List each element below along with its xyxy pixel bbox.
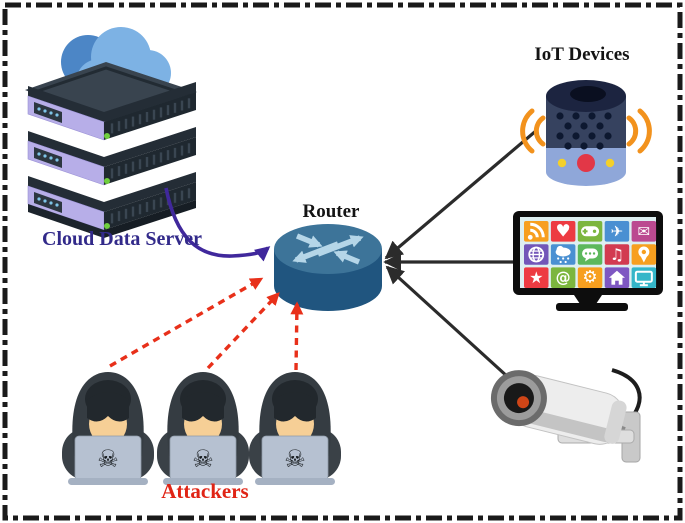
attackers-group: ☠ ☠ ☠ [62, 372, 341, 485]
svg-text:♥: ♥ [556, 221, 571, 241]
tv-app-grid: ♥ ✈ ✉ ♫ ★ @ ⚙ [524, 221, 657, 288]
server-unit [27, 82, 196, 141]
server-unit [27, 172, 196, 231]
router-arrows-icon [292, 233, 364, 265]
tv-app-tile-at: @ [550, 267, 576, 288]
svg-text:☠: ☠ [284, 445, 306, 473]
sound-waves-icon [520, 108, 652, 154]
svg-text:@: @ [556, 269, 571, 287]
tv-app-tile-heart: ♥ [550, 221, 576, 242]
edge-camera-to-router [385, 265, 522, 390]
attackers-label: Attackers [161, 479, 249, 503]
edge-attacker1-to-router [109, 277, 264, 368]
smart-tv-icon: ♥ ✈ ✉ ♫ ★ @ ⚙ [513, 211, 663, 311]
edge-speaker-to-router [384, 128, 539, 260]
tv-app-tile-chat [577, 244, 603, 265]
smart-speaker-icon [520, 80, 652, 186]
router-label: Router [302, 201, 360, 222]
svg-text:☠: ☠ [192, 445, 214, 473]
tv-app-tile-star: ★ [524, 267, 549, 288]
tv-app-tile-gamepad [577, 221, 603, 242]
server-unit [27, 127, 196, 186]
svg-text:☠: ☠ [97, 445, 119, 473]
speaker-grill [556, 112, 612, 150]
edge-attacker3-to-router [290, 301, 304, 371]
svg-text:♫: ♫ [610, 245, 624, 264]
edge-attacker2-to-router [206, 292, 280, 370]
attack-arrows [109, 277, 304, 371]
iot-devices-label: IoT Devices [534, 44, 630, 65]
edge-server-to-router [164, 187, 271, 262]
tv-app-tile-music: ♫ [604, 244, 630, 265]
svg-text:⚙: ⚙ [582, 268, 597, 288]
tv-app-tile-gear: ⚙ [577, 267, 603, 288]
attacker-3-icon: ☠ [249, 372, 341, 485]
tv-app-tile-weather [550, 244, 576, 265]
svg-text:✈: ✈ [611, 222, 624, 240]
svg-text:★: ★ [529, 268, 543, 287]
attacker-2-icon: ☠ [157, 372, 249, 485]
tv-app-tile-pin [631, 244, 657, 265]
tv-app-tile-mail: ✉ [631, 221, 657, 242]
router [274, 224, 382, 311]
camera-body [490, 370, 627, 445]
tv-app-tile-airplane: ✈ [604, 221, 630, 242]
iot-links [383, 128, 539, 390]
cloud-server-label: Cloud Data Server [42, 228, 202, 250]
svg-text:✉: ✉ [638, 222, 651, 240]
attacker-1-icon: ☠ [62, 372, 154, 485]
tv-app-tile-rss [524, 221, 549, 242]
cctv-camera-icon [490, 368, 642, 463]
tv-app-tile-home [604, 267, 630, 288]
tv-app-tile-monitor [631, 267, 657, 288]
tv-app-tile-globe [524, 244, 549, 265]
